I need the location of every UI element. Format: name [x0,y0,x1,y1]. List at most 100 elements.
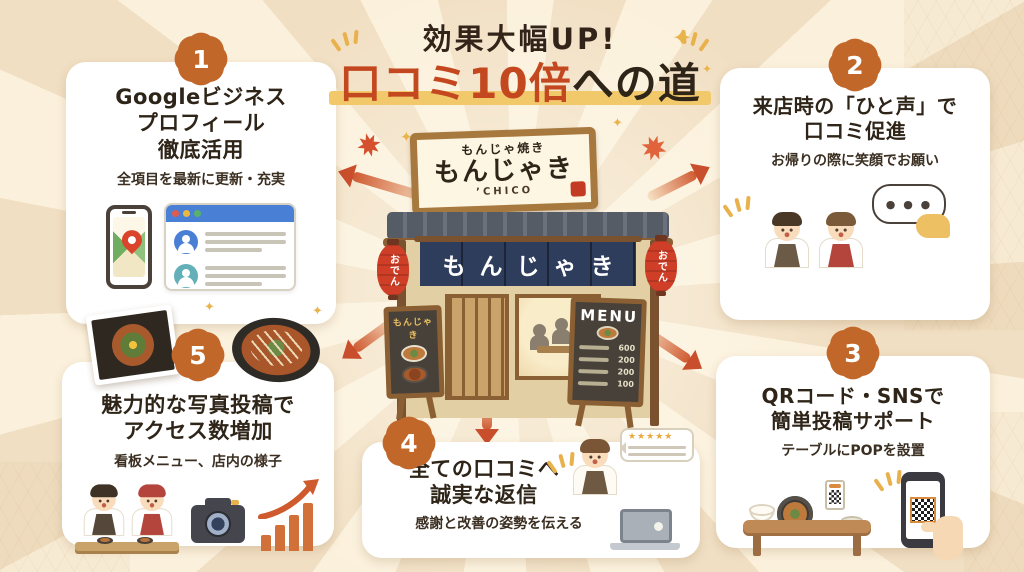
food-drawing-icon [400,344,428,363]
menu-item-line [579,344,610,350]
section-3-subtitle: テーブルにPOPを設置 [781,443,925,459]
review-bubble-icon: ★★★★★ [620,428,694,462]
noren-text: もんじゃき [442,254,628,280]
window-dot-green-icon [194,209,201,217]
hand-scanning-phone-icon [873,469,963,560]
section-2-title: 来店時の「ひと声」で 口コミ促進 [752,94,958,143]
hand-icon [921,516,963,560]
reply-illustration: ★★★★★ [546,428,694,552]
step-badge-5: 5 [175,332,221,378]
qr-code-icon [910,497,936,523]
sparkle-icon: ✦ [672,24,693,52]
sparkle-icon: ✦ [400,128,413,146]
noren-curtain: もんじゃき [414,236,642,286]
sparkle-icon: ✦ [204,300,215,315]
avatar-icon [174,229,198,254]
customer-silhouette [533,324,546,337]
window-dot-yellow-icon [183,209,190,217]
sign-main-text: もんじゃき [433,153,575,189]
section-card-photo-posting: 5 ✦ ✦ 魅力的な写真投稿で アクセス数増加 看板メニュー、店内の様子 [62,300,334,551]
food-photo-polaroid-icon [85,304,181,386]
maple-leaf-icon [357,133,381,157]
section-1-title: Googleビジネス プロフィール 徹底活用 [115,85,287,162]
profile-text-lines [205,262,286,289]
male-cook-icon [83,483,125,536]
section-4-subtitle: 感謝と改善の姿勢を伝える [415,515,583,532]
menu-item-line [577,380,608,386]
review-stars: ★★★★★ [628,432,674,442]
window-dot-red-icon [172,209,179,217]
section-3-title: QRコード・SNSで 簡単投稿サポート [761,384,945,433]
store-sign: もんじゃ焼き もんじゃき ’CHICO [409,126,599,216]
photo-growth-illustration [62,478,334,557]
plate-icon [137,536,153,544]
food-drawing-icon [401,365,429,384]
browser-titlebar [166,204,294,222]
bar-chart-growth-icon [257,478,321,551]
emphasis-ticks-icon [722,195,752,222]
speech-bubble-icon: ● ● ● [872,184,950,238]
female-staff-replying-icon [572,439,618,495]
laptop-icon [610,509,680,550]
section-5-title: 魅力的な写真投稿で アクセス数増加 [101,393,295,444]
title-highlight-text: 口コミ10倍 [339,59,572,108]
red-lantern-icon: おでん [645,235,677,296]
step-badge-4: 4 [386,420,432,466]
step-badge-2: 2 [832,42,878,88]
hanko-seal-icon [570,181,586,197]
lattice-door [445,294,509,400]
title-rest-text: への道 [571,59,701,108]
section-5-subtitle: 看板メニュー、店内の様子 [114,453,282,470]
counter-icon [75,541,179,551]
map-phone-icon [106,204,152,289]
qr-pop-illustration [716,469,990,560]
interior-table [537,346,585,353]
qr-pop-stand-icon [825,480,845,510]
rice-bowl-icon [749,504,775,522]
storefront-illustration: もんじゃ焼き もんじゃき ’CHICO もんじゃき おでん おでん もんじゃき [377,126,677,434]
customer-silhouette [555,318,568,331]
camera-icon [191,497,245,543]
emphasis-ticks-icon [330,29,360,56]
emphasis-ticks-icon [873,469,903,496]
section-card-qr-sns: 3 QRコード・SNSで 簡単投稿サポート テーブルにPOPを設置 [716,330,990,560]
male-staff-icon [764,212,810,268]
section-1-subtitle: 全項目を最新に更新・充実 [117,171,285,188]
menu-item-line [578,356,609,362]
title-line2: 口コミ10倍への道 [329,59,712,108]
sparkle-icon: ✦ [612,116,623,131]
growth-arrow-icon [258,478,319,519]
maple-leaf-icon [641,135,667,161]
menu-food-icon [596,325,619,341]
menu-price: 100 [617,379,635,389]
sparkle-icon: ✦ [702,62,713,76]
menu-price: 200 [617,367,635,377]
staff-greeting-illustration: ● ● ● [720,182,990,268]
menu-item-line [578,368,609,374]
female-staff-icon [818,212,864,268]
menu-price: 600 [618,343,636,353]
menu-title: MENU [579,306,639,327]
sparkle-icon: ✦ [312,304,323,319]
female-cook-icon [131,483,173,536]
section-card-greeting: 2 来店時の「ひと声」で 口コミ促進 お帰りの際に笑顔でお願い ● ● ● [720,42,990,320]
chalkboard-left: もんじゃき [383,305,445,399]
google-profile-illustration [66,202,336,291]
plate-icon [97,536,113,544]
main-title: 効果大幅UP! 口コミ10倍への道 [328,16,712,106]
dining-table-icon [743,480,871,556]
profile-text-lines [205,228,286,256]
menu-price: 200 [617,355,635,365]
business-profile-window-icon [164,202,296,291]
section-card-google-profile: 1 Googleビジネス プロフィール 徹底活用 全項目を最新に更新・充実 [66,36,336,324]
menu-board: MENU 600 200 200 100 [567,296,647,408]
avatar-icon [174,263,198,288]
customer-silhouette [552,329,571,344]
title-line1: 効果大幅UP! [422,22,618,56]
step-badge-1: 1 [178,36,224,82]
cooks-at-griddle-icon [75,483,179,557]
section-2-subtitle: お帰りの際に笑顔でお願い [771,153,939,169]
red-lantern-icon: おでん [377,239,409,300]
chalkboard-title: もんじゃき [392,317,434,342]
